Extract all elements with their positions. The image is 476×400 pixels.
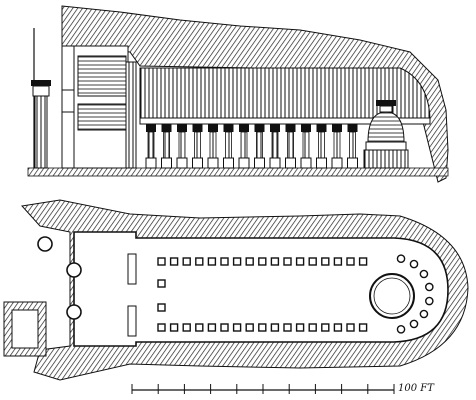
pedestal-square <box>3 301 47 357</box>
plan-pillar-south <box>258 323 267 332</box>
plan-pillar-north <box>232 257 242 266</box>
plan-pillar-south <box>245 323 254 332</box>
outer-column <box>37 236 53 252</box>
apse-pillar <box>425 282 434 292</box>
plan-pillar-north <box>346 257 355 266</box>
plan-pillar-entry <box>157 279 166 288</box>
scale-bar-label: 100 FT <box>398 383 434 394</box>
stupa <box>363 100 409 169</box>
section-pillar <box>223 124 234 169</box>
plan-pillar-south <box>270 323 280 332</box>
plan-pillar-north <box>182 257 191 266</box>
ground-plan <box>3 199 469 381</box>
plan-pillar-north <box>333 257 343 266</box>
section-pillar <box>145 124 157 169</box>
section-pillar <box>176 124 188 169</box>
plan-pillar-north <box>283 257 292 266</box>
plan-pillar-north <box>321 257 330 266</box>
section-pillars <box>145 124 358 169</box>
plan-pillars <box>157 254 434 334</box>
stupa-plan-circle <box>369 273 415 319</box>
apse-pillar <box>409 259 419 269</box>
plan-pillar-south <box>207 323 217 332</box>
section-pillar <box>269 124 281 169</box>
plan-pillar-north <box>207 257 217 266</box>
plan-pillar-south <box>295 323 305 332</box>
plan-pillar-south <box>182 323 191 332</box>
plan-pillar-south <box>358 323 368 332</box>
plan-pillar-south <box>195 323 204 332</box>
plan-pillar-north <box>308 257 317 266</box>
plan-pillar-north <box>358 257 368 266</box>
section-pillar <box>331 124 343 169</box>
plan-pillar-north <box>245 257 254 266</box>
plan-pillar-south <box>157 323 166 332</box>
plan-pillar-south <box>169 323 179 332</box>
plan-pillar-north <box>220 257 229 266</box>
apse-pillar <box>419 309 429 319</box>
outer-columns <box>37 236 82 320</box>
plan-pillar-north <box>157 257 166 266</box>
facade-wall-south <box>127 305 137 337</box>
section-pillar <box>254 124 265 169</box>
apse-pillar <box>425 296 434 306</box>
scale-bar <box>131 384 395 394</box>
plan-pillar-entry <box>157 303 166 312</box>
section-pillar <box>316 124 327 169</box>
outer-column <box>66 262 82 278</box>
section-pillar <box>192 124 203 169</box>
longitudinal-section <box>27 5 449 183</box>
plan-pillar-south <box>308 323 317 332</box>
section-ground <box>27 167 449 177</box>
section-pillar <box>238 124 250 169</box>
outer-pillar <box>31 28 51 169</box>
section-pillar <box>347 124 358 169</box>
plan-pillar-north <box>270 257 280 266</box>
plan-pillar-south <box>346 323 355 332</box>
apse-pillar <box>419 269 429 279</box>
facade-wall-north <box>127 253 137 285</box>
plan-pillar-south <box>283 323 292 332</box>
section-pillar <box>207 124 219 169</box>
plan-pillar-north <box>195 257 204 266</box>
apse-pillar <box>396 254 406 263</box>
outer-column <box>66 304 82 320</box>
apse-pillar <box>409 319 419 329</box>
section-pillar <box>161 124 172 169</box>
plan-pillar-south <box>220 323 229 332</box>
plan-pillar-north <box>169 257 179 266</box>
apse-pillar <box>396 325 406 334</box>
plan-pillar-north <box>258 257 267 266</box>
plan-pillar-south <box>232 323 242 332</box>
facade-screen <box>61 45 137 169</box>
plan-pillar-south <box>321 323 330 332</box>
section-pillar <box>300 124 312 169</box>
section-pillar <box>285 124 296 169</box>
plan-pillar-south <box>333 323 343 332</box>
plan-pillar-north <box>295 257 305 266</box>
